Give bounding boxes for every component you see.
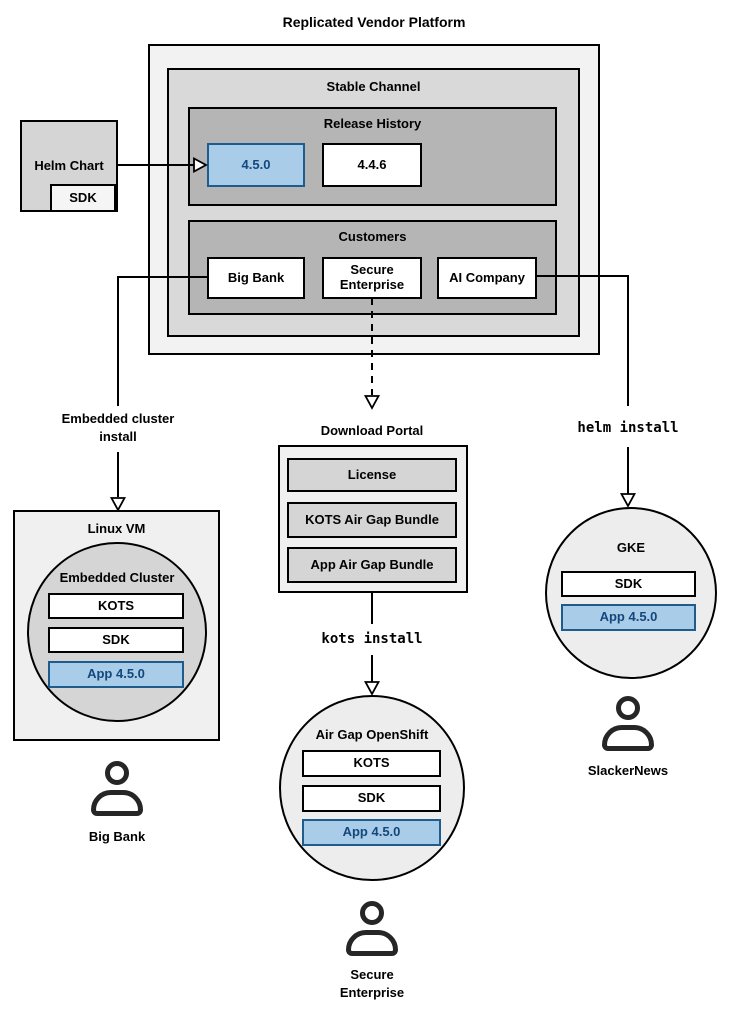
user-head-icon — [360, 901, 384, 925]
user-torso-icon — [602, 725, 654, 751]
helm-chart-sdk-box: SDK — [50, 184, 116, 212]
gke-circle: GKE SDK App 4.5.0 — [545, 507, 717, 679]
helm-install-arrowhead — [619, 493, 637, 508]
secure-enterprise-arrowhead — [363, 395, 381, 410]
customers-label: Customers — [338, 229, 407, 244]
diagram-title: Replicated Vendor Platform — [282, 14, 466, 30]
user-torso-icon — [346, 930, 398, 956]
secure-enterprise-user-label: Secure Enterprise — [339, 967, 405, 1000]
customers-box: Customers Big Bank Secure Enterprise AI … — [188, 220, 557, 315]
helm-chart-label: Helm Chart — [34, 158, 104, 173]
helm-install-label: helm install — [577, 420, 679, 436]
license-box: License — [287, 458, 457, 492]
slackernews-user-icon — [601, 696, 655, 751]
openshift-kots-box: KOTS — [302, 750, 441, 777]
app-airgap-bundle-box: App Air Gap Bundle — [287, 547, 457, 583]
download-portal-label: Download Portal — [320, 423, 424, 438]
openshift-sdk-box: SDK — [302, 785, 441, 812]
kots-airgap-bundle-box: KOTS Air Gap Bundle — [287, 502, 457, 538]
airgap-openshift-circle: Air Gap OpenShift KOTS SDK App 4.5.0 — [279, 695, 465, 881]
embedded-kots-box: KOTS — [48, 593, 184, 619]
secure-enterprise-user-icon — [345, 901, 399, 956]
airgap-openshift-label: Air Gap OpenShift — [315, 727, 429, 742]
vendor-platform-box: Stable Channel Release History 4.5.0 4.4… — [148, 44, 600, 355]
gke-label: GKE — [616, 540, 646, 555]
release-4-4-6: 4.4.6 — [322, 143, 422, 187]
gke-sdk-box: SDK — [561, 571, 696, 597]
release-4-5-0: 4.5.0 — [207, 143, 305, 187]
embedded-install-arrowhead — [109, 497, 127, 512]
helm-chart-box: Helm Chart SDK — [20, 120, 118, 212]
customer-big-bank: Big Bank — [207, 257, 305, 299]
user-torso-icon — [91, 790, 143, 816]
embedded-install-label: Embedded cluster install — [61, 411, 175, 444]
linux-vm-box: Linux VM Embedded Cluster KOTS SDK App 4… — [13, 510, 220, 741]
stable-channel-box: Stable Channel Release History 4.5.0 4.4… — [167, 68, 580, 337]
openshift-app-box: App 4.5.0 — [302, 819, 441, 846]
linux-vm-label: Linux VM — [87, 521, 146, 536]
release-history-label: Release History — [323, 116, 422, 131]
big-bank-user-label: Big Bank — [88, 829, 146, 844]
embedded-sdk-box: SDK — [48, 627, 184, 653]
customer-secure-enterprise: Secure Enterprise — [322, 257, 422, 299]
slackernews-user-label: SlackerNews — [587, 763, 669, 778]
embedded-app-box: App 4.5.0 — [48, 661, 184, 688]
stable-channel-label: Stable Channel — [326, 79, 421, 94]
gke-app-box: App 4.5.0 — [561, 604, 696, 631]
big-bank-user-icon — [90, 761, 144, 816]
download-portal-box: License KOTS Air Gap Bundle App Air Gap … — [278, 445, 468, 593]
user-head-icon — [616, 696, 640, 720]
release-history-box: Release History 4.5.0 4.4.6 — [188, 107, 557, 206]
user-head-icon — [105, 761, 129, 785]
customer-ai-company: AI Company — [437, 257, 537, 299]
embedded-cluster-label: Embedded Cluster — [59, 570, 175, 585]
kots-install-label: kots install — [321, 631, 423, 647]
embedded-cluster-circle: Embedded Cluster KOTS SDK App 4.5.0 — [27, 542, 207, 722]
kots-install-arrowhead — [363, 681, 381, 696]
